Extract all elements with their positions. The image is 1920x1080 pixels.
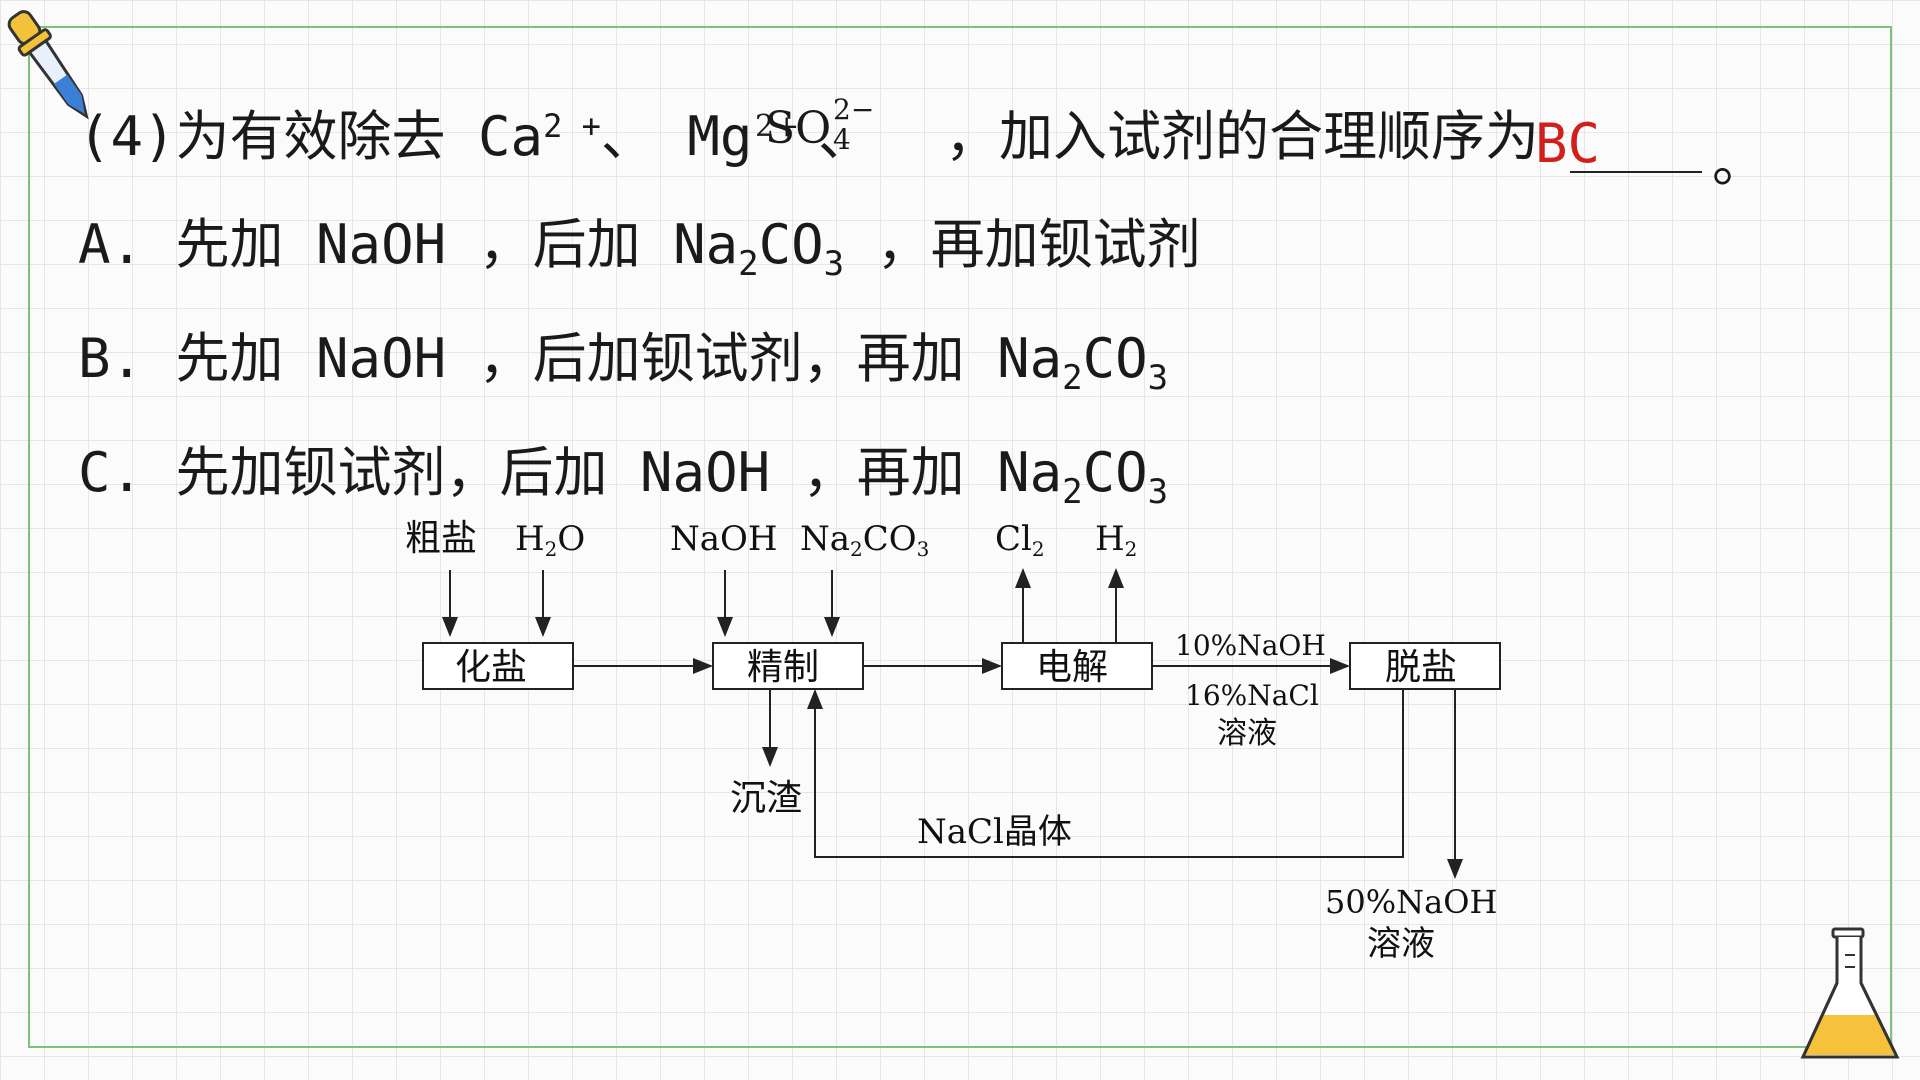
flask-icon xyxy=(1800,927,1900,1059)
label-solution2: 溶液 xyxy=(1367,924,1435,964)
box-dissolve-label: 化盐 xyxy=(455,647,527,688)
label-solution1: 溶液 xyxy=(1217,716,1277,751)
ca-charge: 2 + xyxy=(543,107,601,145)
box-dissolve xyxy=(422,642,574,690)
box-electrolysis-label: 电解 xyxy=(1036,647,1108,688)
input-crude-salt: 粗盐 xyxy=(405,518,477,559)
option-a-part1: A. 先加 NaOH ，后加 Na xyxy=(78,213,739,276)
sulfate-subscript: 4 xyxy=(833,123,851,156)
option-c-part1: C. 先加钡试剂，后加 NaOH ，再加 Na xyxy=(78,441,1063,504)
question-end: 。 xyxy=(1712,131,1766,194)
arrow-nacl-recycle xyxy=(807,689,1404,858)
option-b-part1: B. 先加 NaOH ，后加钡试剂，再加 Na xyxy=(78,327,1063,390)
option-c-sub1: 2 xyxy=(1062,472,1083,512)
option-a-part3: ，再加钡试剂 xyxy=(844,213,1201,276)
label-naoh50: 50%NaOH xyxy=(1325,883,1497,921)
box-desalt-label: 脱盐 xyxy=(1385,647,1457,688)
option-a-part2: CO xyxy=(758,213,824,276)
sulfate-charge: 2− xyxy=(833,93,875,126)
output-h2: H2 xyxy=(1095,519,1137,561)
answer-text: BC xyxy=(1535,112,1601,175)
slide-frame xyxy=(28,26,1892,1048)
box-refine-label: 精制 xyxy=(747,647,819,688)
question-prefix: (4)为有效除去 Ca xyxy=(78,105,544,168)
output-cl2: Cl2 xyxy=(995,519,1045,561)
question-suffix: ，加入试剂的合理顺序为 xyxy=(945,105,1539,168)
sulfate-ion: 2+ SO 2− 4 xyxy=(755,93,885,165)
box-electrolysis xyxy=(1001,642,1153,690)
option-a-sub1: 2 xyxy=(738,244,759,284)
question-sep1: 、 Mg xyxy=(600,105,753,168)
option-b-sub1: 2 xyxy=(1062,358,1083,398)
answer-blank xyxy=(1570,171,1702,173)
sulfate-symbol: SO xyxy=(765,103,832,154)
label-nacl-crystal: NaCl晶体 xyxy=(917,812,1072,852)
box-desalt xyxy=(1349,642,1501,690)
option-a-sub2: 3 xyxy=(823,244,845,284)
input-naoh: NaOH xyxy=(670,519,778,559)
option-b-part2: CO xyxy=(1082,327,1148,390)
dropper-icon xyxy=(7,10,89,120)
option-c: C. 先加钡试剂，后加 NaOH ，再加 Na2CO3 xyxy=(78,446,1168,510)
question-sep2: 、 xyxy=(818,105,872,168)
input-na2co3: Na2CO3 xyxy=(800,519,929,561)
option-a: A. 先加 NaOH ，后加 Na2CO3 ，再加钡试剂 xyxy=(78,218,1201,282)
option-c-part2: CO xyxy=(1082,441,1148,504)
question-text: (4)为有效除去 Ca2 +、 Mg xyxy=(78,110,752,164)
input-water: H2O xyxy=(515,519,585,561)
mg-charge: 2+ xyxy=(755,109,800,144)
label-sediment: 沉渣 xyxy=(730,778,802,819)
process-flow-diagram: 粗盐 H2O NaOH Na2CO3 Cl2 H2 化盐 精制 电解 脱盐 10… xyxy=(405,518,1501,964)
box-refine xyxy=(712,642,864,690)
label-nacl16: 16%NaCl xyxy=(1185,679,1319,712)
label-naoh10: 10%NaOH xyxy=(1175,629,1326,662)
option-b: B. 先加 NaOH ，后加钡试剂，再加 Na2CO3 xyxy=(78,332,1168,396)
option-b-sub2: 3 xyxy=(1147,358,1169,398)
option-c-sub2: 3 xyxy=(1147,472,1169,512)
